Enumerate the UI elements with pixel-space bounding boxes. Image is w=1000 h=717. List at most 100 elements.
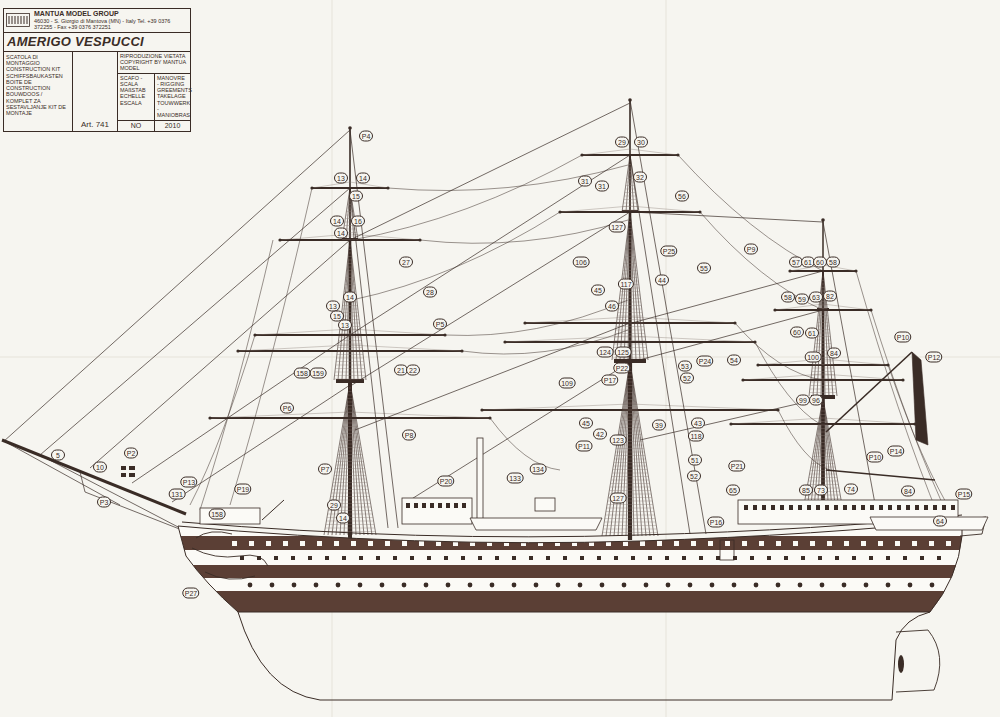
callout-number: 5 <box>51 450 65 461</box>
ratline <box>616 448 644 449</box>
title-cell: 2010 <box>154 121 190 131</box>
callout-number: 14 <box>336 513 350 524</box>
deckhouse-window <box>771 505 775 510</box>
ratline <box>612 476 649 477</box>
callout-number: 32 <box>633 172 647 183</box>
boom <box>826 470 935 480</box>
shroud <box>630 362 650 536</box>
yard-end <box>480 408 483 411</box>
brace-line <box>200 240 273 510</box>
ratline <box>333 482 367 483</box>
gun-port <box>393 556 397 560</box>
callout-number: P17 <box>601 375 618 386</box>
gun-port <box>334 541 339 546</box>
ratline <box>623 267 636 268</box>
porthole <box>908 583 913 588</box>
yard-end <box>236 349 239 352</box>
brace-line <box>735 323 823 380</box>
ratline <box>348 260 353 261</box>
gun-port <box>912 541 917 546</box>
ratline <box>332 489 369 490</box>
ratline <box>604 522 655 523</box>
ratline <box>822 280 824 281</box>
deckhouse-window <box>753 505 757 510</box>
ratline <box>625 249 634 250</box>
gun-port <box>657 541 662 546</box>
ratline <box>819 421 827 422</box>
ratline <box>813 364 834 365</box>
porthole <box>336 583 341 588</box>
title-block-text: Art. 741 <box>81 120 109 129</box>
ratline <box>331 496 370 497</box>
ratline <box>327 517 373 518</box>
title-block-text: RIPRODUZIONE VIETATA COPYRIGHT BY MANTUA… <box>120 53 188 72</box>
ratline <box>811 382 836 383</box>
ratline <box>815 442 831 443</box>
gun-port <box>946 541 951 546</box>
callout-number: 123 <box>610 435 627 446</box>
ratline <box>621 420 640 421</box>
ship-boat <box>470 518 602 530</box>
gun-port <box>461 556 465 560</box>
porthole <box>820 583 825 588</box>
hull-band <box>170 591 970 613</box>
shroud <box>350 382 372 535</box>
callout-number: 127 <box>610 493 627 504</box>
gun-port <box>291 556 295 560</box>
boat-cabin <box>535 498 555 511</box>
ratline <box>625 192 636 193</box>
gun-port <box>597 556 601 560</box>
ratline <box>624 399 636 400</box>
porthole <box>578 583 583 588</box>
ratline <box>814 446 831 447</box>
yard-end <box>729 422 732 425</box>
callout-number: 65 <box>726 485 740 496</box>
gun-port <box>240 556 244 560</box>
brace-line <box>700 212 823 310</box>
deckhouse-window <box>834 505 838 510</box>
ratline <box>347 270 354 271</box>
ratline <box>627 175 633 176</box>
gun-port <box>555 541 560 546</box>
bow-jack <box>121 466 135 477</box>
logo-bar <box>27 16 28 24</box>
yard-end <box>901 378 904 381</box>
ratline <box>616 452 645 453</box>
shroud <box>610 362 630 536</box>
callout-number: 84 <box>901 486 915 497</box>
callout-number: P9 <box>744 244 758 255</box>
ratline <box>811 463 834 464</box>
ratline <box>625 256 636 257</box>
callout-number: 39 <box>652 420 666 431</box>
rigging <box>2 98 955 540</box>
callout-number: P15 <box>955 489 972 500</box>
gun-port <box>725 541 730 546</box>
porthole <box>644 583 649 588</box>
gun-port <box>504 541 509 546</box>
callout-number: 52 <box>687 471 701 482</box>
deckhouse <box>402 498 472 524</box>
title-block-text: AMERIGO VESPUCCI <box>7 35 187 50</box>
stay <box>632 271 823 323</box>
ratline <box>338 451 361 452</box>
lift-line <box>731 418 915 424</box>
callout-number: 158 <box>209 509 226 520</box>
shroud <box>630 362 646 536</box>
ensign-flag <box>912 352 928 445</box>
ratline <box>821 411 826 412</box>
yard-end <box>756 363 759 366</box>
gun-port <box>300 541 305 546</box>
deckhouse-window <box>744 505 748 510</box>
shroud <box>350 382 360 535</box>
gun-port <box>359 556 363 560</box>
ratline <box>627 382 633 383</box>
ratline <box>623 406 637 407</box>
shroud <box>630 155 634 212</box>
shroud <box>622 362 630 536</box>
brace-line <box>445 300 628 335</box>
title-block: MANTUA MODEL GROUP46030 - S. Giorgio di … <box>3 8 191 132</box>
logo-frame <box>7 14 30 27</box>
callout-number: 15 <box>349 191 363 202</box>
gun-port <box>317 541 322 546</box>
ratline <box>605 515 654 516</box>
